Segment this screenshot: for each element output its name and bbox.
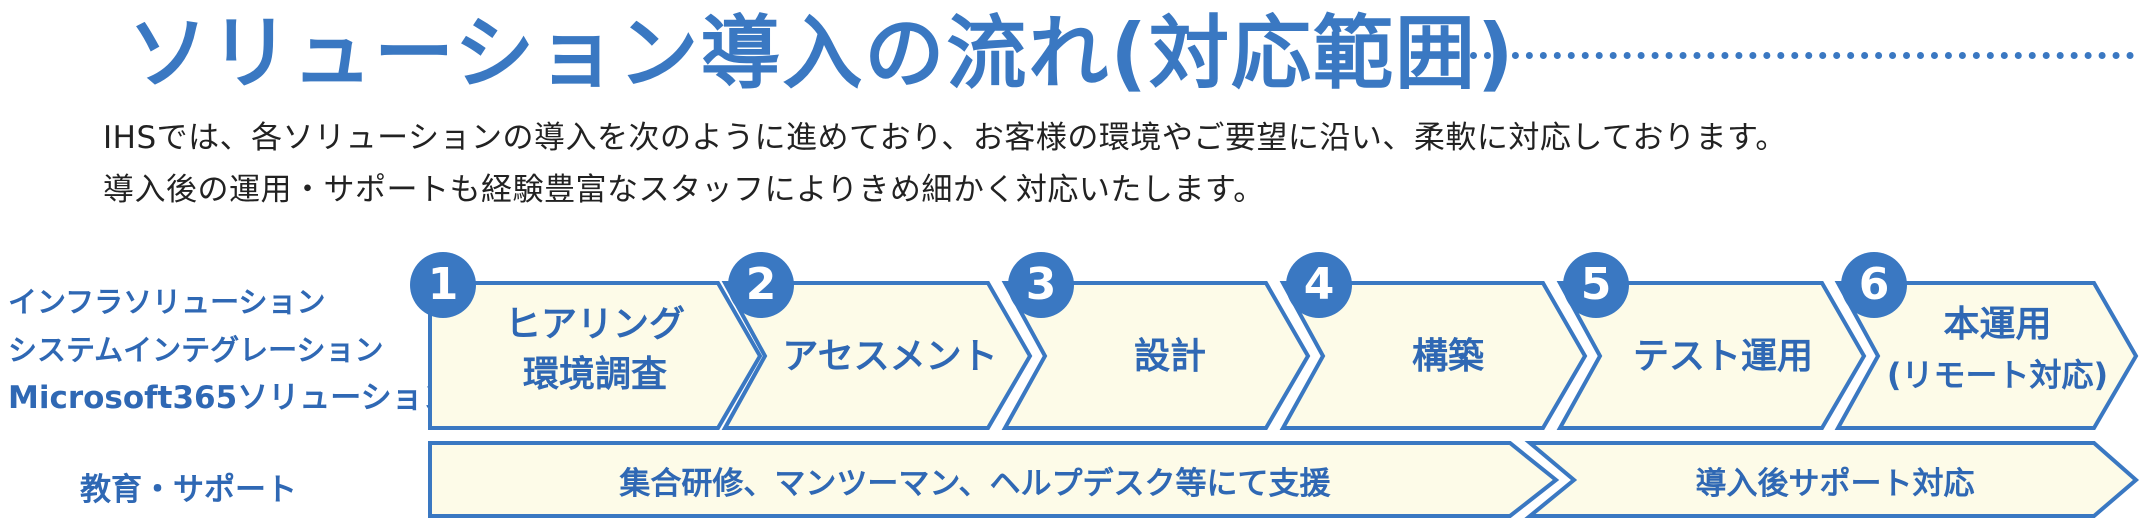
step-5-label: テスト運用 [1632, 336, 1813, 377]
step-3-label: 設計 [1133, 336, 1206, 377]
step-1-label-line-2: 環境調査 [522, 354, 667, 395]
row-label-education: 教育・サポート [80, 472, 297, 508]
description-line-1: IHSでは、各ソリューションの導入を次のように進めており、お客様の環境やご要望に… [103, 120, 1787, 156]
chevron-step-5 [1556, 281, 1867, 430]
step-6-label: 本運用 (リモート対応) [1870, 300, 2125, 400]
chevron-step-2 [721, 281, 1033, 430]
support-bar-left-label: 集合研修、マンツーマン、ヘルプデスク等にて支援 [619, 466, 1331, 502]
row-label-si: システムインテグレーション [8, 333, 384, 367]
row-label-infra: インフラソリューション [8, 285, 326, 319]
step-1-label-line-1: ヒアリング [504, 304, 685, 345]
row-label-m365: Microsoft365ソリューション [8, 380, 454, 416]
chevron-step-6 [1834, 281, 2139, 430]
step-4-number-badge: 4 [1286, 252, 1352, 318]
step-1-number-badge: 1 [410, 252, 476, 318]
step-3-number-badge: 3 [1008, 252, 1074, 318]
step-5-number-badge: 5 [1563, 252, 1629, 318]
step-1-label: ヒアリング 環境調査 [470, 300, 720, 400]
description-line-2: 導入後の運用・サポートも経験豊富なスタッフによりきめ細かく対応いたします。 [103, 172, 1265, 208]
step-4-label: 構築 [1411, 336, 1484, 377]
step-6-label-line-2: (リモート対応) [1886, 356, 2109, 394]
support-bar-right [1524, 441, 2140, 518]
page-title: ソリューション導入の流れ(対応範囲) [128, 7, 1516, 100]
step-6-number-badge: 6 [1841, 252, 1907, 318]
title-dotted-rule [1470, 52, 2134, 59]
chevron-step-3 [1001, 281, 1311, 430]
support-bar-right-label: 導入後サポート対応 [1695, 466, 1975, 502]
support-bar-left [428, 441, 1560, 518]
step-2-label: アセスメント [782, 336, 998, 377]
step-6-label-line-1: 本運用 [1943, 304, 2052, 345]
chevron-step-4 [1279, 281, 1588, 430]
step-2-number-badge: 2 [728, 252, 794, 318]
chevron-step-1 [428, 281, 763, 430]
